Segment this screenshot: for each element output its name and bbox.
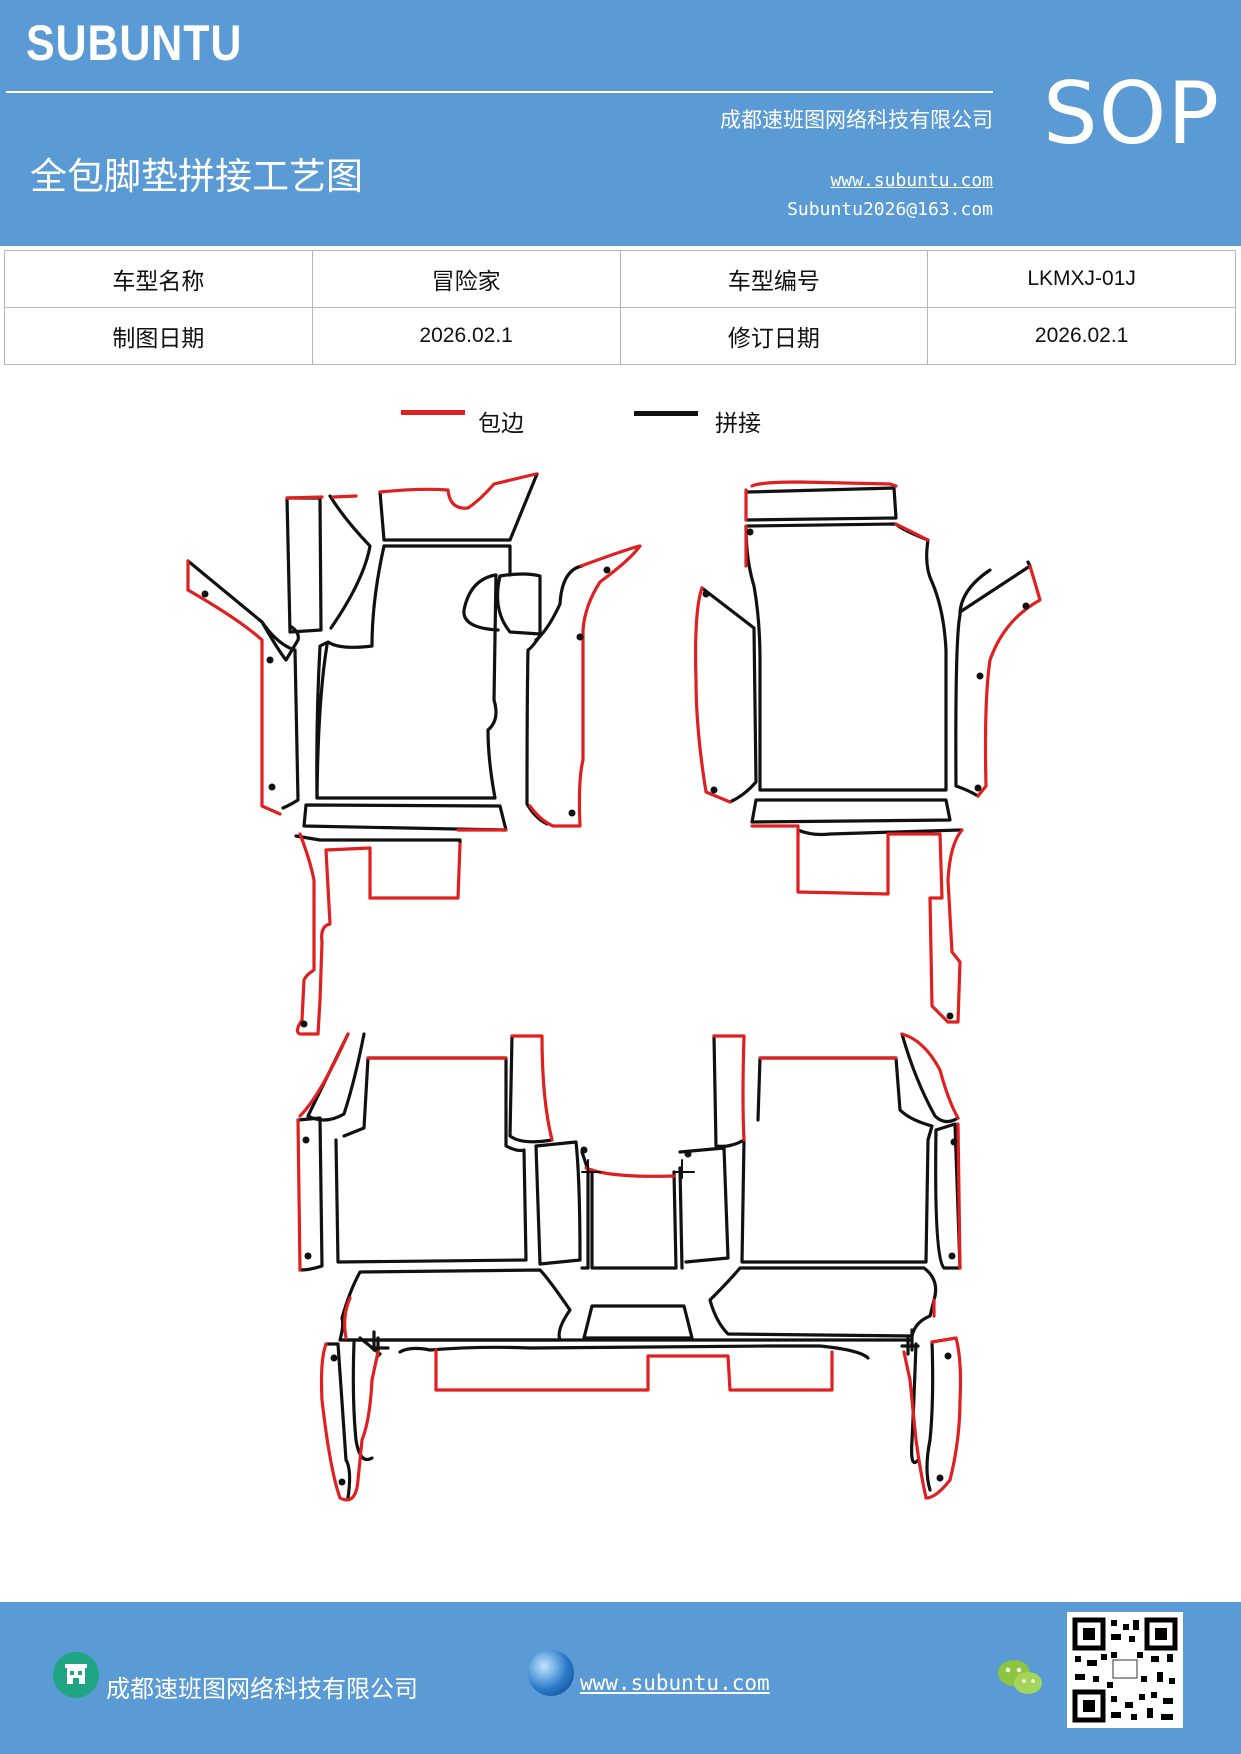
legend-edge-label: 包边 — [478, 411, 524, 437]
floor-mat-diagram — [186, 472, 1042, 1502]
model-code-label: 车型编号 — [619, 250, 929, 308]
revision-date-label: 修订日期 — [619, 307, 929, 365]
drawing-date-label: 制图日期 — [4, 307, 313, 365]
seam-lines — [186, 472, 1032, 1500]
footer-website-link[interactable]: www.subuntu.com — [580, 1671, 770, 1695]
revision-date-value: 2026.02.1 — [927, 307, 1236, 365]
qr-code — [1067, 1612, 1183, 1728]
building-icon — [53, 1652, 99, 1698]
edge-binding-lines — [186, 472, 1042, 1502]
legend-seam-swatch — [634, 411, 698, 416]
header-divider — [6, 91, 993, 93]
alignment-marks — [581, 1159, 695, 1179]
legend-seam-label: 拼接 — [715, 411, 761, 437]
header-company: 成都速班图网络科技有限公司 — [720, 108, 993, 132]
table-row: 车型名称 冒险家 车型编号 LKMXJ-01J — [4, 250, 1236, 308]
brand-logo: SUBUNTU — [26, 15, 243, 71]
legend-edge-swatch — [401, 410, 465, 415]
footer-banner: 成都速班图网络科技有限公司 www.subuntu.com — [0, 1602, 1241, 1754]
table-row: 制图日期 2026.02.1 修订日期 2026.02.1 — [4, 307, 1236, 365]
wechat-icon[interactable] — [996, 1656, 1044, 1700]
drawing-date-value: 2026.02.1 — [311, 307, 621, 365]
footer-company: 成都速班图网络科技有限公司 — [106, 1675, 418, 1703]
globe-icon — [528, 1650, 574, 1696]
sop-badge: SOP — [1043, 64, 1221, 164]
hole-markers — [201, 528, 1030, 1486]
header-website-link[interactable]: www.subuntu.com — [830, 170, 993, 191]
vehicle-info-table: 车型名称 冒险家 车型编号 LKMXJ-01J 制图日期 2026.02.1 修… — [4, 250, 1236, 365]
model-name-value: 冒险家 — [311, 250, 621, 308]
header-banner: SUBUNTU 成都速班图网络科技有限公司 全包脚垫拼接工艺图 www.subu… — [0, 0, 1241, 246]
model-name-label: 车型名称 — [4, 250, 313, 308]
header-email[interactable]: Subuntu2026@163.com — [787, 199, 993, 220]
model-code-value: LKMXJ-01J — [927, 250, 1236, 308]
document-title: 全包脚垫拼接工艺图 — [30, 155, 363, 198]
